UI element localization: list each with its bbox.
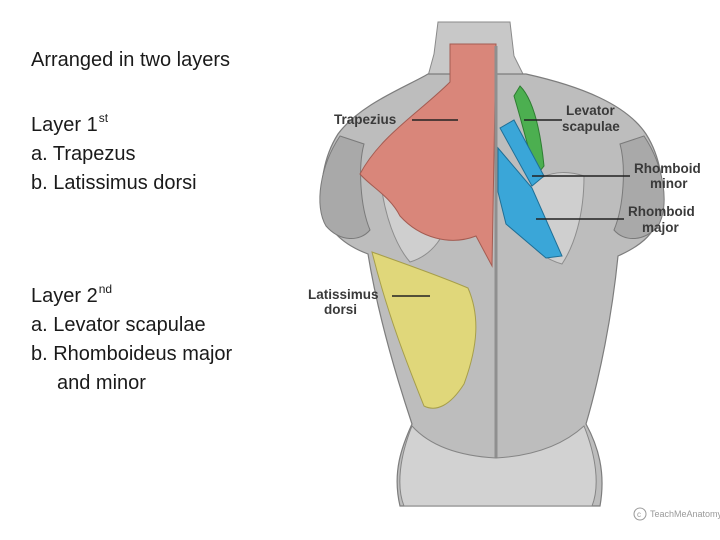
- layer-2-item-a: a. Levator scapulae: [31, 314, 206, 336]
- layer-2-title-sup: nd: [98, 282, 113, 296]
- rhomboid-major-muscle: [497, 146, 563, 259]
- watermark-text: TeachMeAnatomy: [650, 509, 720, 519]
- copyright-icon-c: c: [637, 510, 641, 519]
- label-latissimus-1: Latissimus: [308, 287, 379, 302]
- layer-2-title-text: Layer 2: [31, 285, 98, 307]
- label-levator-1: Levator: [566, 103, 616, 118]
- layer-1-title-sup: st: [98, 111, 109, 125]
- label-rhomboid-major-1: Rhomboid: [628, 204, 695, 219]
- label-rhomboid-minor-2: minor: [650, 176, 688, 191]
- label-trapezius: Trapezius: [334, 112, 396, 127]
- heading-text: Arranged in two layers: [31, 49, 230, 71]
- layer-2-item-b-cont: and minor: [57, 372, 146, 394]
- layer-1-title: Layer 1st: [31, 104, 197, 140]
- label-levator-2: scapulae: [562, 119, 620, 134]
- label-latissimus-2: dorsi: [324, 302, 357, 317]
- copyright-icon: [633, 507, 647, 521]
- layer-1-item-b: b. Latissimus dorsi: [31, 172, 197, 194]
- trapezius-muscle: [359, 43, 497, 268]
- layer-1-item-a: a. Trapezus: [31, 143, 136, 165]
- label-rhomboid-minor-1: Rhomboid: [634, 161, 701, 176]
- layer-1-title-text: Layer 1: [31, 114, 98, 136]
- latissimus-dorsi-muscle: [371, 251, 477, 409]
- pelvis-shape: [399, 425, 597, 507]
- layer-2-title: Layer 2nd: [31, 275, 232, 311]
- layer-2-item-b: b. Rhomboideus major: [31, 343, 233, 365]
- back-muscles-figure: Trapezius Levator scapulae Rhomboid mino…: [308, 21, 720, 521]
- layer-2-block: Layer 2nd a. Levator scapulae b. Rhomboi…: [31, 275, 232, 398]
- slide-heading: Arranged in two layers: [31, 46, 230, 75]
- layer-1-block: Layer 1st a. Trapezus b. Latissimus dors…: [31, 104, 197, 198]
- label-rhomboid-major-2: major: [642, 220, 680, 235]
